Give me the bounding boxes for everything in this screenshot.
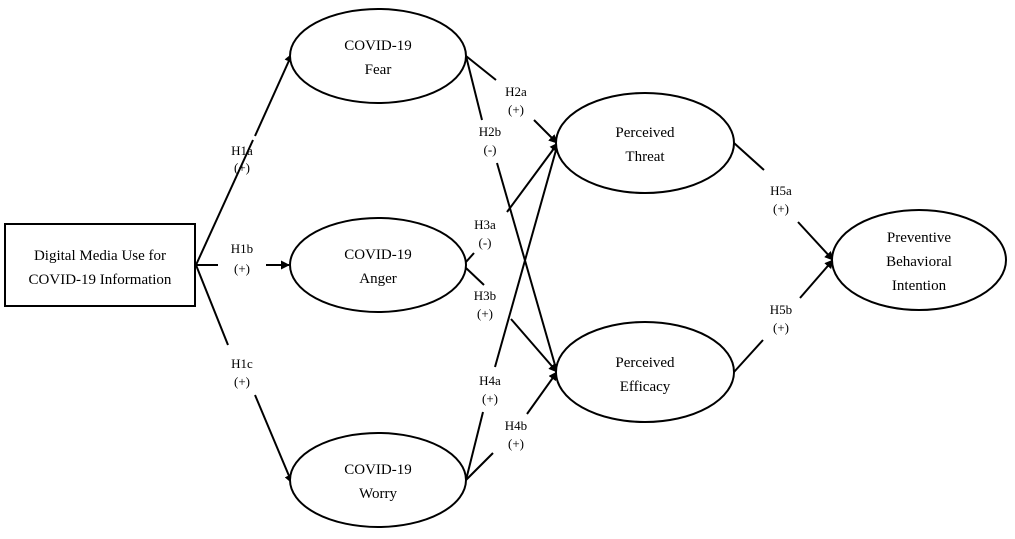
- arrow-h3a-segment-1: [465, 252, 475, 263]
- arrow-h5b-segment-1: [733, 339, 764, 373]
- node-label-line: Anger: [359, 271, 397, 287]
- arrow-h2a-segment-1: [465, 55, 497, 81]
- hypothesis-label-h3b: H3b: [474, 288, 496, 303]
- node-covid-fear: COVID-19 Fear: [289, 8, 467, 104]
- hypothesis-sign-h2b: (-): [484, 142, 497, 157]
- node-label-line: COVID-19: [344, 38, 412, 54]
- hypothesis-labels: H1a (+) H1b (+) H1c (+) H2a (+) H2b (-) …: [231, 84, 792, 451]
- hypothesis-label-h1a: H1a: [231, 143, 253, 158]
- node-label-line: COVID-19 Information: [29, 272, 172, 288]
- node-label-line: Digital Media Use for: [34, 248, 166, 264]
- node-label-line: Threat: [625, 149, 665, 165]
- arrow-h4b-segment-2: [526, 371, 558, 415]
- node-label-line: Perceived: [615, 355, 675, 371]
- arrow-h2b-segment-2: [496, 162, 560, 373]
- hypothesis-sign-h4a: (+): [482, 391, 498, 406]
- arrow-h3b-segment-2: [510, 318, 558, 373]
- node-perceived-efficacy: Perceived Efficacy: [555, 321, 735, 423]
- node-preventive-behavioral-intention: Preventive Behavioral Intention: [831, 209, 1007, 311]
- hypothesis-sign-h1a: (+): [234, 160, 250, 175]
- arrow-h4a-segment-1: [465, 411, 484, 481]
- node-label-line: Perceived: [615, 125, 675, 141]
- arrow-h3a-segment-2: [506, 142, 559, 213]
- hypothesis-label-h5a: H5a: [770, 183, 792, 198]
- node-label-line: COVID-19: [344, 247, 412, 263]
- arrow-h4a-segment-2: [494, 142, 561, 368]
- arrow-h1c-segment-2: [254, 394, 294, 484]
- hypothesis-label-h4a: H4a: [479, 373, 501, 388]
- hypothesis-sign-h5b: (+): [773, 320, 789, 335]
- hypothesis-label-h2b: H2b: [479, 124, 501, 139]
- hypothesis-sign-h5a: (+): [773, 201, 789, 216]
- arrow-h5a-segment-2: [797, 221, 834, 261]
- node-label-line: COVID-19: [344, 462, 412, 478]
- arrow-h1a-segment-1: [195, 139, 254, 266]
- arrow-h2a-segment-2: [533, 119, 558, 144]
- arrow-h3b-segment-1: [465, 267, 485, 286]
- hypothesis-sign-h2a: (+): [508, 102, 524, 117]
- hypothesis-sign-h3b: (+): [477, 306, 493, 321]
- node-label-line: Efficacy: [620, 379, 671, 395]
- arrow-h2b-segment-1: [465, 55, 483, 121]
- node-covid-worry: COVID-19 Worry: [289, 432, 467, 528]
- hypothesis-label-h4b: H4b: [505, 418, 527, 433]
- hypothesis-label-h5b: H5b: [770, 302, 792, 317]
- node-covid-anger: COVID-19 Anger: [289, 217, 467, 313]
- hypothesis-label-h2a: H2a: [505, 84, 527, 99]
- hypothesis-sign-h1b: (+): [234, 261, 250, 276]
- node-digital-media-use: Digital Media Use for COVID-19 Informati…: [4, 223, 196, 307]
- node-perceived-threat: Perceived Threat: [555, 92, 735, 194]
- arrow-h5a-segment-1: [733, 142, 765, 171]
- node-label-line: Intention: [892, 278, 947, 294]
- node-label-line: Behavioral: [886, 254, 952, 270]
- hypothesis-sign-h4b: (+): [508, 436, 524, 451]
- hypothesis-sign-h1c: (+): [234, 374, 250, 389]
- hypothesis-label-h3a: H3a: [474, 217, 496, 232]
- hypothesis-sign-h3a: (-): [479, 235, 492, 250]
- hypothesis-label-h1c: H1c: [231, 356, 253, 371]
- node-label-line: Worry: [359, 486, 397, 502]
- node-label-line: Preventive: [887, 230, 951, 246]
- arrow-h5b-segment-2: [799, 259, 834, 299]
- path-arrows: [195, 53, 834, 484]
- arrow-h1a-segment-2: [254, 53, 293, 137]
- node-label-line: Fear: [365, 62, 392, 78]
- arrow-h4b-segment-1: [465, 452, 494, 481]
- hypothesis-label-h1b: H1b: [231, 241, 253, 256]
- arrow-h1c-segment-1: [195, 264, 229, 346]
